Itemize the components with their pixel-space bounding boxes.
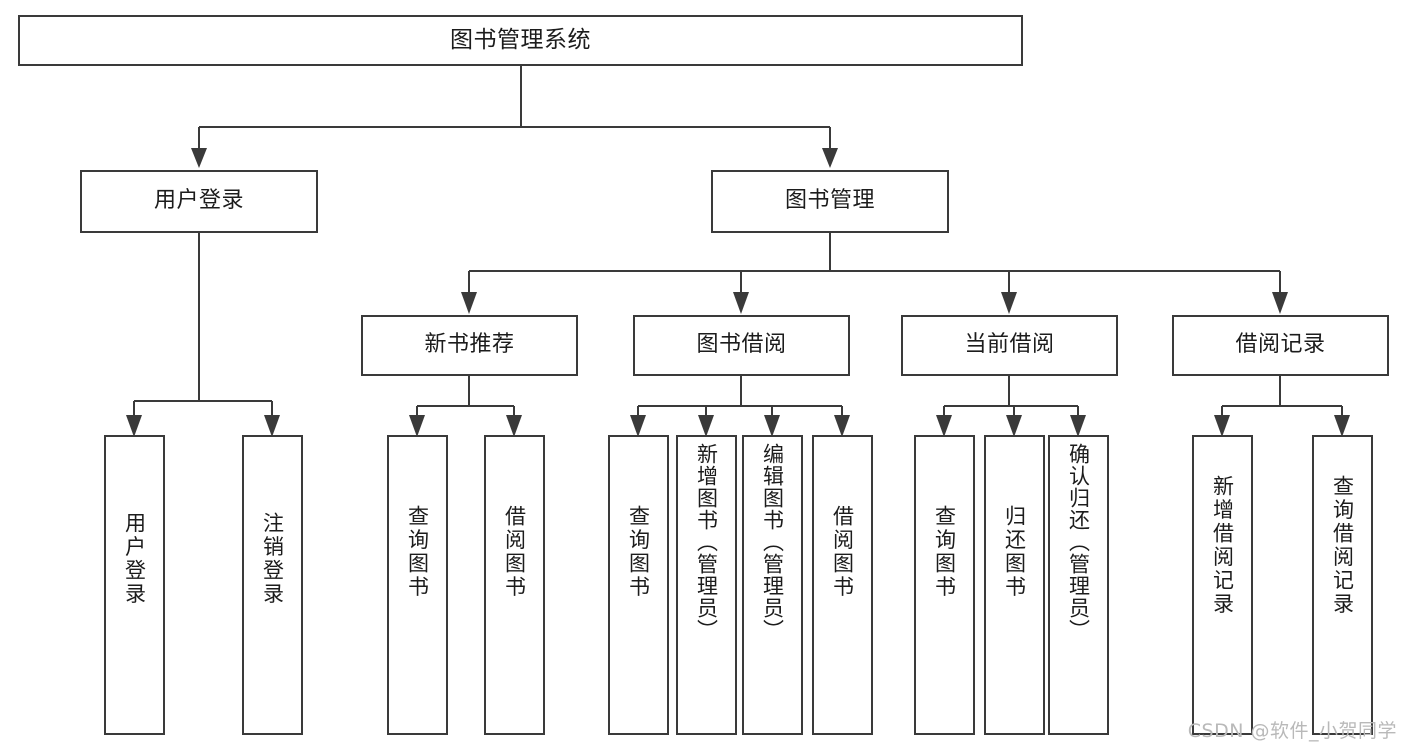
node-leaf-query-book-1[interactable]: 查询图书 [387, 435, 448, 735]
node-leaf-add-book[interactable]: 新增图书（管理员） [676, 435, 737, 735]
node-leaf-borrow-book-1-label: 借阅图书 [502, 505, 527, 599]
node-leaf-return-book[interactable]: 归还图书 [984, 435, 1045, 735]
arrow-to-borrow-record [1272, 292, 1288, 314]
arrow-to-leaf-add-record [1214, 415, 1230, 437]
node-leaf-return-book-label: 归还图书 [1002, 505, 1027, 599]
node-leaf-logout[interactable]: 注销登录 [242, 435, 303, 735]
node-leaf-edit-book-label: 编辑图书（管理员） [760, 443, 785, 641]
node-new-book-rec[interactable]: 新书推荐 [361, 315, 578, 376]
node-leaf-confirm-return[interactable]: 确认归还（管理员） [1048, 435, 1109, 735]
arrow-to-leaf-add-book [698, 415, 714, 437]
node-current-borrow[interactable]: 当前借阅 [901, 315, 1118, 376]
csdn-watermark: CSDN @软件_小贺同学 [1187, 720, 1397, 742]
node-new-book-rec-label: 新书推荐 [424, 332, 515, 358]
node-book-manage[interactable]: 图书管理 [711, 170, 949, 233]
node-book-manage-label: 图书管理 [784, 188, 875, 214]
node-leaf-user-login-label: 用户登录 [122, 512, 147, 606]
node-leaf-user-login[interactable]: 用户登录 [104, 435, 165, 735]
arrow-to-leaf-query-book-1 [409, 415, 425, 437]
node-leaf-borrow-book-1[interactable]: 借阅图书 [484, 435, 545, 735]
node-leaf-query-record-label: 查询借阅记录 [1330, 475, 1355, 616]
arrow-to-leaf-return-book [1006, 415, 1022, 437]
node-root-label: 图书管理系统 [450, 26, 591, 53]
arrow-to-leaf-user-login [126, 415, 142, 437]
node-leaf-query-book-2[interactable]: 查询图书 [608, 435, 669, 735]
arrow-to-book-manage [822, 148, 838, 168]
node-leaf-borrow-book-2-label: 借阅图书 [830, 505, 855, 599]
node-leaf-add-book-label: 新增图书（管理员） [694, 443, 719, 641]
arrow-to-leaf-confirm-return [1070, 415, 1086, 437]
node-leaf-query-book-3[interactable]: 查询图书 [914, 435, 975, 735]
arrow-to-book-borrow [733, 292, 749, 314]
node-leaf-query-book-2-label: 查询图书 [626, 505, 651, 599]
node-leaf-borrow-book-2[interactable]: 借阅图书 [812, 435, 873, 735]
arrow-to-leaf-query-book-3 [936, 415, 952, 437]
node-leaf-confirm-return-label: 确认归还（管理员） [1066, 443, 1091, 641]
node-user-login[interactable]: 用户登录 [80, 170, 318, 233]
arrow-to-leaf-edit-book [764, 415, 780, 437]
arrow-to-new-book-rec [461, 292, 477, 314]
arrow-to-leaf-query-record [1334, 415, 1350, 437]
node-leaf-query-record[interactable]: 查询借阅记录 [1312, 435, 1373, 735]
node-book-borrow[interactable]: 图书借阅 [633, 315, 850, 376]
node-book-borrow-label: 图书借阅 [696, 332, 787, 358]
arrow-to-user-login [191, 148, 207, 168]
node-leaf-add-record[interactable]: 新增借阅记录 [1192, 435, 1253, 735]
arrow-to-current-borrow [1001, 292, 1017, 314]
node-leaf-query-book-1-label: 查询图书 [405, 505, 430, 599]
arrow-to-leaf-borrow-book-2 [834, 415, 850, 437]
arrow-to-leaf-logout [264, 415, 280, 437]
node-leaf-add-record-label: 新增借阅记录 [1210, 475, 1235, 616]
node-root[interactable]: 图书管理系统 [18, 15, 1023, 66]
node-user-login-label: 用户登录 [153, 188, 244, 214]
arrow-to-leaf-query-book-2 [630, 415, 646, 437]
node-leaf-query-book-3-label: 查询图书 [932, 505, 957, 599]
node-borrow-record-label: 借阅记录 [1235, 332, 1326, 358]
node-current-borrow-label: 当前借阅 [964, 332, 1055, 358]
node-leaf-edit-book[interactable]: 编辑图书（管理员） [742, 435, 803, 735]
node-borrow-record[interactable]: 借阅记录 [1172, 315, 1389, 376]
arrow-to-leaf-borrow-book-1 [506, 415, 522, 437]
node-leaf-logout-label: 注销登录 [260, 512, 285, 606]
